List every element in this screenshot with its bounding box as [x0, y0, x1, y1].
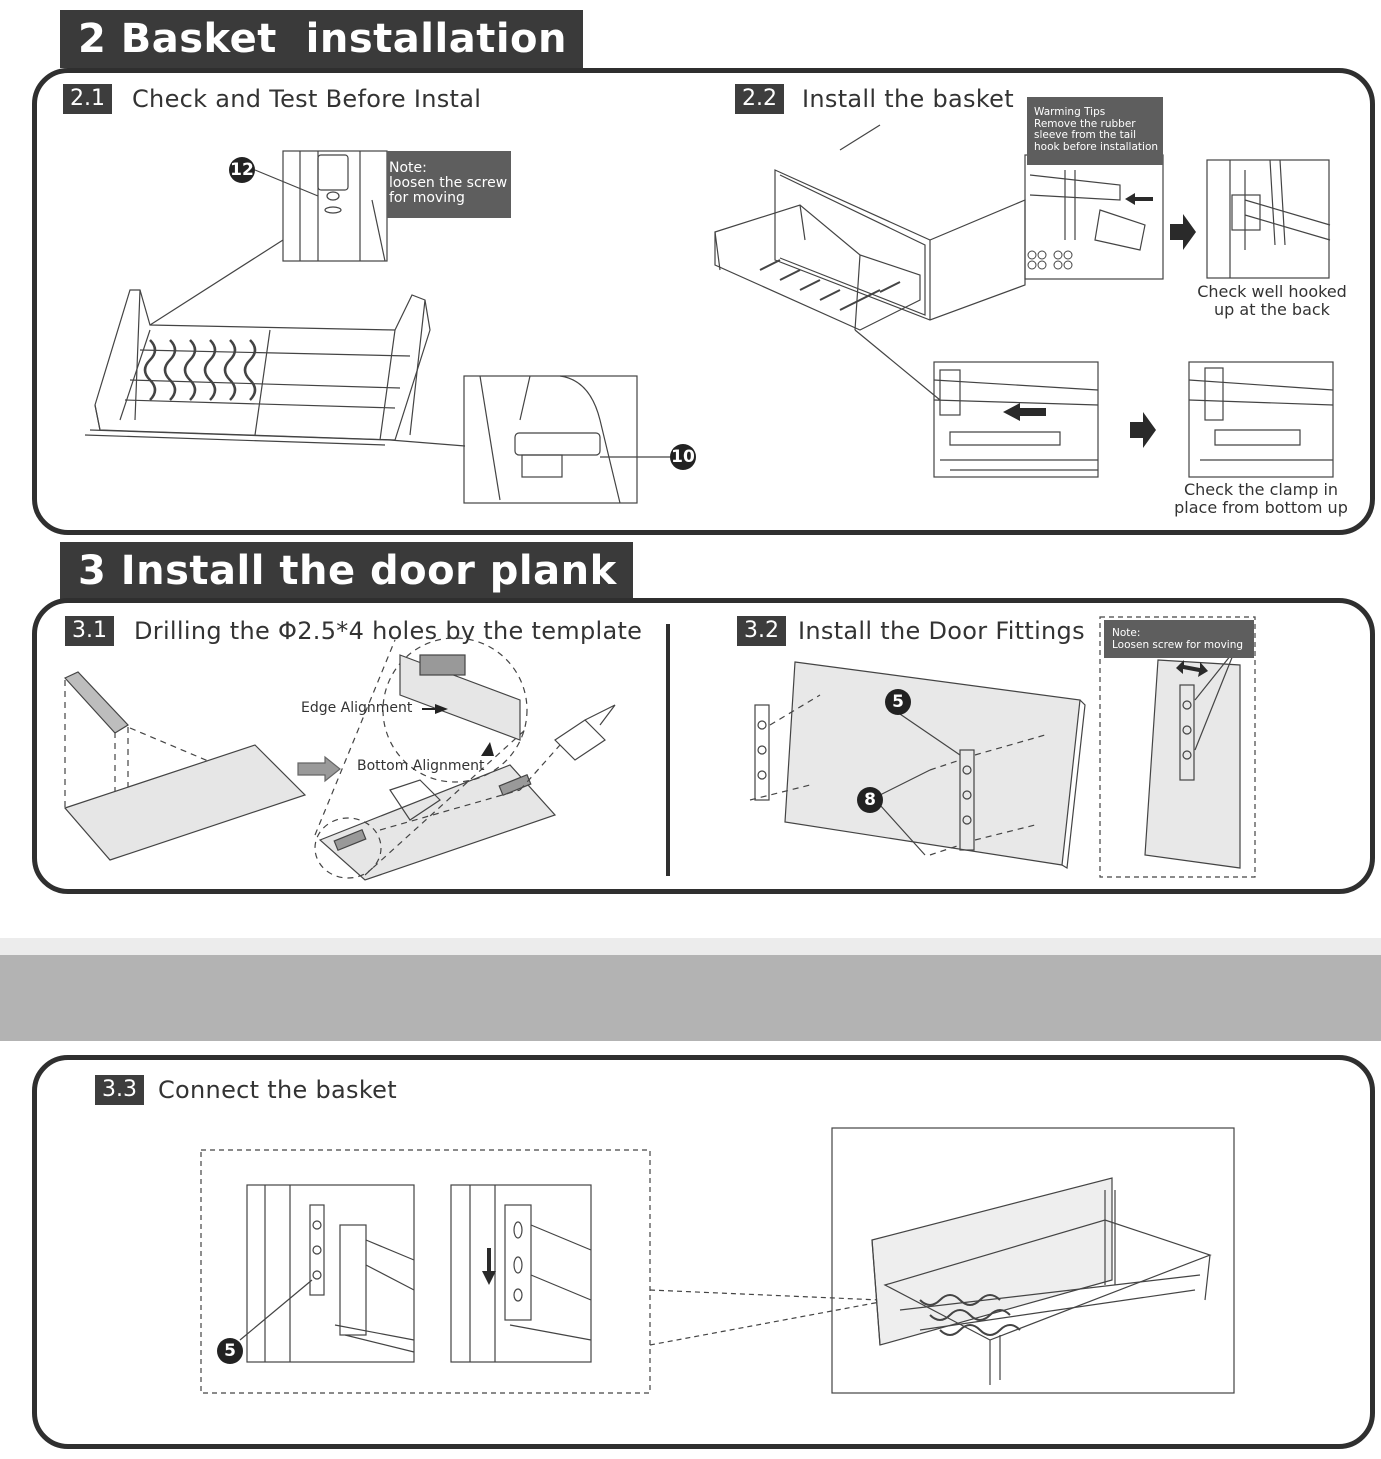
step-label: Check and Test Before Instal [132, 85, 482, 113]
warning-line: hook before installation [1034, 140, 1159, 153]
bottom-alignment-label: Bottom Alignment [357, 758, 485, 774]
note-line: loosen the screw [389, 175, 508, 191]
caption-line: Check the clamp in [1183, 480, 1339, 499]
step-3-3-heading: 3.3 Connect the basket [95, 1075, 397, 1105]
warning-line: sleeve from the tail [1034, 129, 1137, 141]
callout-5-badge-connect: 5 [217, 1338, 243, 1364]
step-label: Install the Door Fittings [798, 617, 1085, 645]
door-plank-panel [32, 598, 1375, 894]
separator-strip [0, 938, 1381, 955]
edge-alignment-label: Edge Alignment [301, 700, 413, 716]
caption-line: Check well hooked [1197, 282, 1347, 301]
section-2-title: 2 Basket installation [60, 10, 583, 68]
caption-line: up at the back [1214, 300, 1330, 319]
note-line: for moving [389, 190, 465, 206]
step-3-1-heading: 3.1 Drilling the Φ2.5*4 holes by the tem… [65, 616, 642, 646]
step-label: Drilling the Φ2.5*4 holes by the templat… [134, 617, 643, 645]
note-line: Note: [1112, 627, 1141, 639]
step-number: 2.2 [735, 84, 784, 114]
warning-tips-note: Warming Tips Remove the rubber sleeve fr… [1027, 97, 1163, 165]
caption-line: place from bottom up [1174, 498, 1348, 517]
step-3-2-heading: 3.2 Install the Door Fittings [737, 616, 1085, 646]
step-label: Install the basket [802, 85, 1014, 113]
note-line: Note: [389, 160, 427, 176]
step-label: Connect the basket [158, 1076, 397, 1104]
panel-divider [666, 624, 670, 876]
gray-band [0, 955, 1381, 1041]
callout-10-badge: 10 [670, 444, 696, 470]
basket-installation-panel [32, 68, 1375, 535]
callout-12-badge: 12 [229, 157, 255, 183]
note-line: Loosen screw for moving [1112, 638, 1244, 651]
step-number: 3.2 [737, 616, 786, 646]
callout-5-badge: 5 [885, 689, 911, 715]
step-number: 3.3 [95, 1075, 144, 1105]
warning-line: Warming Tips [1034, 106, 1106, 118]
step-2-2-heading: 2.2 Install the basket [735, 84, 1014, 114]
connect-basket-panel [32, 1055, 1375, 1449]
step-number: 2.1 [63, 84, 112, 114]
check-hooked-caption: Check well hooked up at the back [1186, 283, 1358, 319]
step-2-1-heading: 2.1 Check and Test Before Instal [63, 84, 481, 114]
loosen-screw-note-32: Note: Loosen screw for moving [1104, 620, 1254, 658]
step-number: 3.1 [65, 616, 114, 646]
check-clamp-caption: Check the clamp in place from bottom up [1166, 481, 1356, 517]
loosen-screw-note: Note: loosen the screw for moving [387, 151, 511, 218]
warning-line: Remove the rubber [1034, 117, 1136, 130]
callout-8-badge: 8 [857, 787, 883, 813]
section-3-title: 3 Install the door plank [60, 542, 633, 600]
